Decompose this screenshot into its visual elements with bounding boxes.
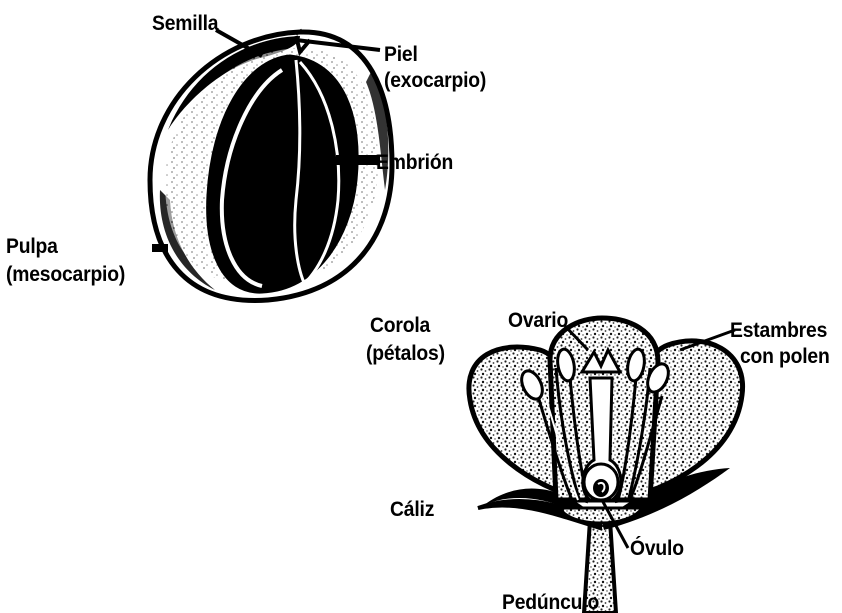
label-ovulo: Óvulo xyxy=(630,536,684,561)
label-embrion: Embrión xyxy=(376,150,453,175)
label-estambres: Estambres xyxy=(730,318,827,343)
label-caliz: Cáliz xyxy=(390,497,434,522)
label-corola: Corola xyxy=(370,313,430,338)
label-con-polen: con polen xyxy=(740,344,830,369)
label-piel: Piel xyxy=(384,42,418,67)
label-exocarpio: (exocarpio) xyxy=(384,68,486,93)
label-ovario: Ovario xyxy=(508,308,568,333)
flower-illustration xyxy=(469,318,743,613)
pointer-pulpa xyxy=(152,244,168,252)
label-pulpa: Pulpa xyxy=(6,234,58,259)
label-petalos: (pétalos) xyxy=(366,341,445,366)
fruit-illustration xyxy=(150,30,392,300)
label-mesocarpio: (mesocarpio) xyxy=(6,262,125,287)
flower-ovule xyxy=(593,479,609,497)
pointer-embrion xyxy=(336,155,378,165)
label-semilla: Semilla xyxy=(152,11,218,36)
label-pedunculo: Pedúnculo xyxy=(502,590,599,613)
